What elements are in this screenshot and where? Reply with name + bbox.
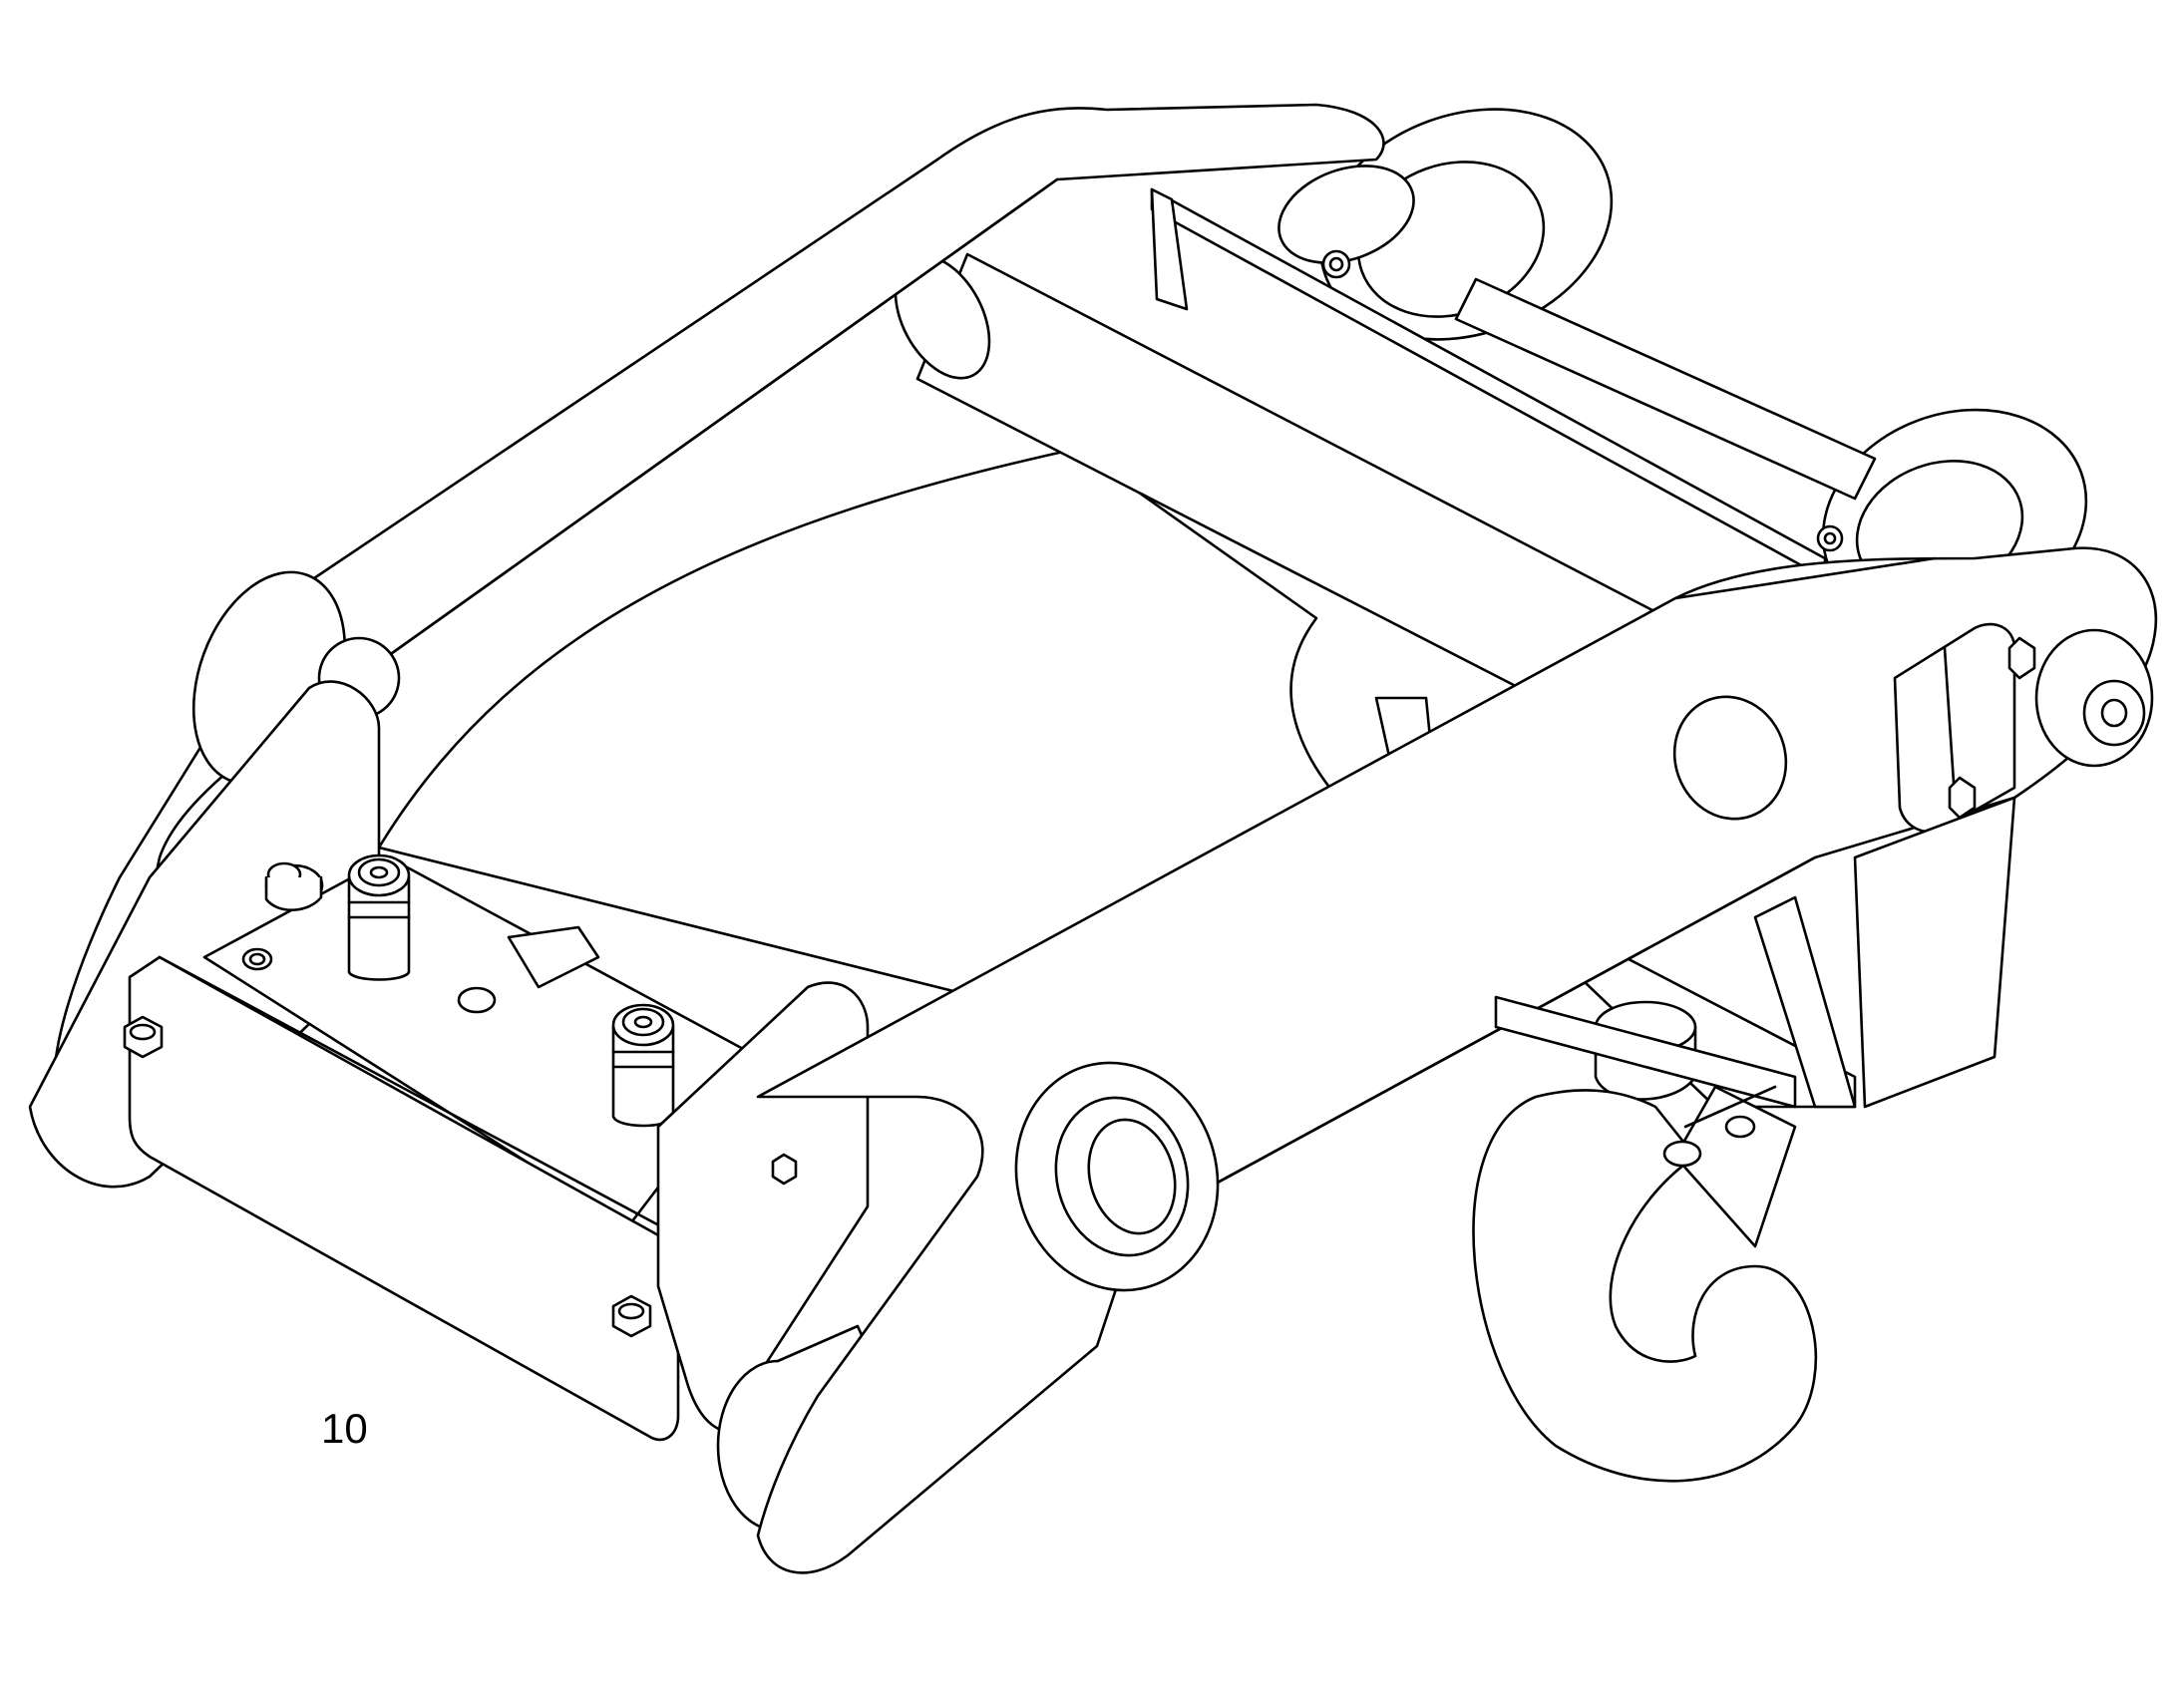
hydraulic-fitting-2	[611, 1003, 675, 1128]
lock-collar	[264, 861, 324, 911]
rear-lower-bracket	[1853, 796, 2016, 1109]
hex-bolt-left	[123, 1015, 164, 1059]
lifting-hook	[1472, 1089, 1818, 1483]
locking-clamp	[1893, 622, 2036, 834]
arm-pin-cap	[1672, 695, 1788, 821]
latch-pin	[1662, 1115, 1756, 1168]
arm-end-boss	[2034, 628, 2154, 768]
right-side-arm	[756, 546, 2158, 1574]
front-left-side-plate	[28, 680, 381, 1189]
arm-pin-bore	[1014, 1061, 1220, 1292]
hydraulic-fitting-1	[347, 854, 411, 981]
reference-number: 10	[321, 1405, 368, 1452]
hook-shank	[1494, 995, 1797, 1109]
rear-shaft	[1454, 277, 1877, 501]
hook-safety-latch	[1673, 1085, 1797, 1248]
front-cover-plate	[128, 955, 700, 1442]
hex-bolt-right	[611, 1294, 652, 1338]
rear-pivot-hub-upper	[1277, 108, 1614, 341]
